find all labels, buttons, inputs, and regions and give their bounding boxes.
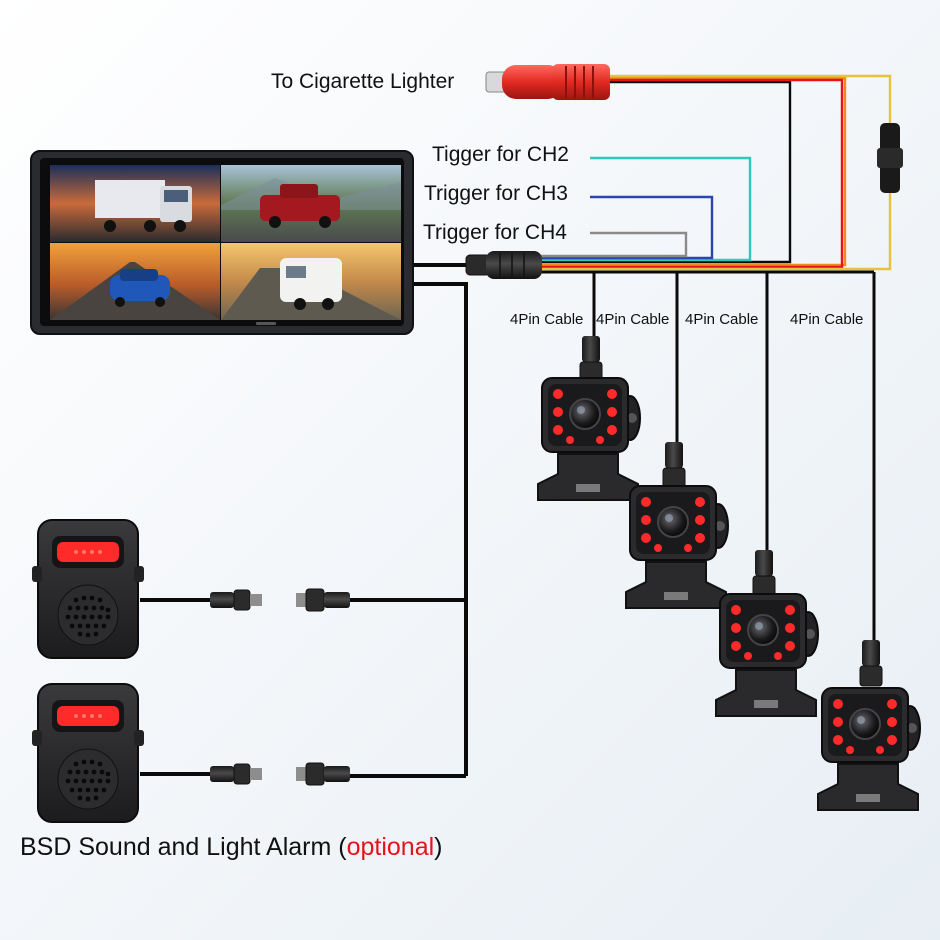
cigarette-lighter-plug [485, 64, 610, 100]
camera-ch3 [715, 593, 819, 717]
camera-ch2 [625, 485, 729, 609]
ch3-trigger-label: Trigger for CH3 [424, 182, 568, 205]
car-feed [50, 243, 220, 320]
cable4-label: 4Pin Cable [790, 311, 864, 328]
fuse-holder [877, 123, 903, 193]
bsd-caption-suffix: ) [434, 833, 443, 861]
alarm2-male-connector [209, 763, 263, 785]
camera-trunk [540, 270, 876, 640]
cable2-label: 4Pin Cable [596, 311, 670, 328]
bsd-alarm-2 [31, 683, 145, 823]
alarm2-female-connector [296, 762, 350, 786]
bsd-optional-text: optional [346, 833, 435, 861]
bsd-trunk-cable [413, 282, 468, 776]
power-wire-yellow [540, 74, 892, 271]
cable1-label: 4Pin Cable [510, 311, 584, 328]
monitor-connector [465, 251, 542, 279]
power-wire-orange [540, 76, 847, 267]
alarm1-male-connector [209, 589, 263, 611]
rv-feed [221, 243, 401, 320]
bsd-caption-prefix: BSD Sound and Light Alarm ( [20, 833, 347, 861]
bsd-alarm-1 [31, 519, 145, 659]
camera-ch4 [817, 687, 921, 811]
power-wire-red [540, 78, 844, 269]
cable3-label: 4Pin Cable [685, 311, 759, 328]
monitor [30, 150, 414, 335]
bsd-alarm-caption: BSD Sound and Light Alarm (optional) [20, 833, 442, 862]
truck-feed [50, 165, 220, 242]
pickup-feed [221, 165, 401, 242]
ch4-trigger-wire [540, 231, 688, 258]
power-wire-black [540, 80, 792, 264]
power-wires [540, 74, 892, 271]
ch3-trigger-wire [540, 195, 714, 260]
cigarette-lighter-label: To Cigarette Lighter [271, 70, 455, 93]
ch2-trigger-label: Tigger for CH2 [432, 143, 569, 166]
ch2-trigger-wire [540, 156, 752, 262]
alarm1-female-connector [296, 588, 350, 612]
camera-ch1 [537, 377, 641, 501]
ch4-trigger-label: Trigger for CH4 [423, 221, 567, 244]
